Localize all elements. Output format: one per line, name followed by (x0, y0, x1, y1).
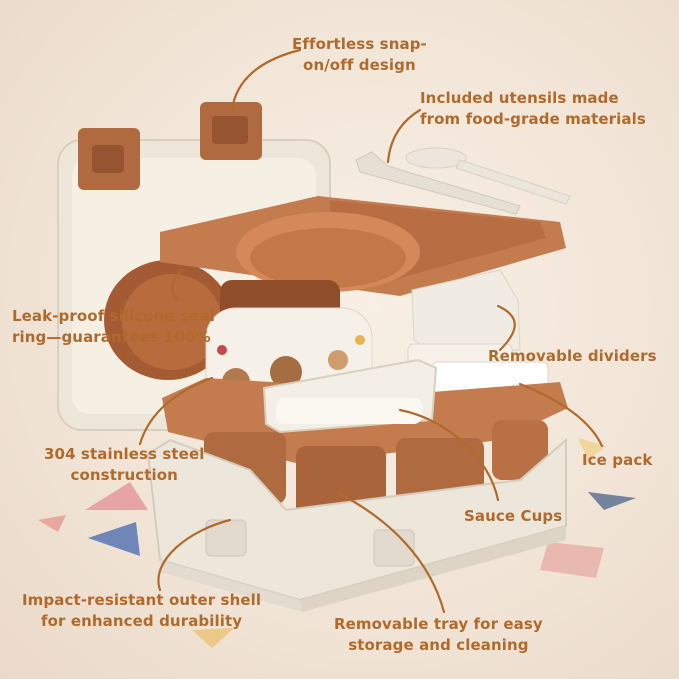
confetti-pink-small (38, 515, 66, 532)
pointer-snap (230, 48, 302, 112)
confetti-pink-square (540, 542, 604, 578)
fork (355, 151, 521, 215)
pointer-utensils (386, 108, 422, 164)
callout-tray-line-2: storage and cleaning (348, 636, 529, 654)
confetti-pink-triangle (85, 482, 148, 510)
callout-dividers-text: Removable dividers (488, 347, 657, 365)
callout-utensils-line-2: from food-grade materials (420, 110, 646, 128)
spoon-head (405, 147, 467, 169)
callout-shell-line-2: for enhanced durability (40, 612, 243, 630)
callout-shell: Impact-resistant outer shell for enhance… (22, 590, 261, 632)
callout-snap: Effortless snap- on/off design (292, 34, 427, 76)
shell-clip-right (373, 529, 415, 567)
tray-compartment-4 (492, 420, 548, 480)
confetti-blue-triangle (88, 522, 140, 556)
pointer-icepack (518, 382, 604, 448)
pointer-tray (338, 492, 446, 614)
callout-snap-line-2: on/off design (303, 56, 416, 74)
callout-shell-line-1: Impact-resistant outer shell (22, 591, 262, 609)
callout-steel-line-1: 304 stainless steel (44, 445, 205, 463)
callout-icepack: Ice pack (582, 450, 652, 471)
confetti-yellow-triangle (192, 628, 234, 648)
callout-utensils-line-1: Included utensils made (420, 89, 619, 107)
pointer-steel (138, 376, 214, 446)
pointer-seal (171, 268, 184, 302)
callout-seal-line-1: Leak-proof silicone seal (12, 307, 215, 325)
callout-icepack-text: Ice pack (582, 451, 653, 469)
pointer-shell (157, 518, 232, 592)
callout-snap-line-1: Effortless snap- (292, 35, 427, 53)
callout-steel-line-2: construction (70, 466, 178, 484)
pointer-sauce (398, 408, 500, 502)
confetti-yellow-right (578, 438, 606, 460)
pointer-dividers (496, 304, 516, 352)
callout-seal-line-2: ring—guarantees 100% (12, 328, 211, 346)
callout-steel: 304 stainless steel construction (44, 444, 204, 486)
callout-tray-line-1: Removable tray for easy (334, 615, 543, 633)
callout-seal: Leak-proof silicone seal ring—guarantees… (12, 306, 215, 348)
divider (411, 269, 521, 353)
callout-sauce: Sauce Cups (464, 506, 562, 527)
callout-dividers: Removable dividers (488, 346, 657, 367)
confetti-blue-right (588, 492, 636, 510)
callout-sauce-text: Sauce Cups (464, 507, 563, 525)
callout-utensils: Included utensils made from food-grade m… (420, 88, 646, 130)
callout-tray: Removable tray for easy storage and clea… (334, 614, 543, 656)
